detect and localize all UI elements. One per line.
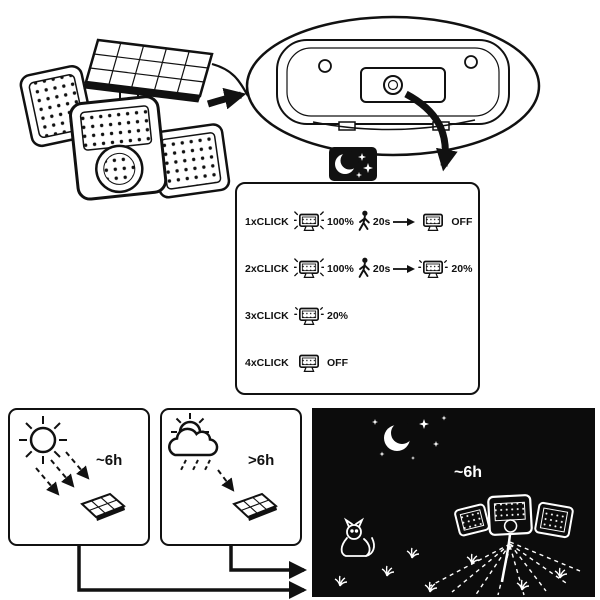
mode-button-icon <box>383 75 403 95</box>
walking-person-icon <box>358 257 370 278</box>
brightness-label: OFF <box>327 356 348 369</box>
sun-charging-illustration <box>19 416 126 522</box>
delay-label: 20s <box>372 215 391 228</box>
brightness-label: 20% <box>451 262 473 275</box>
floodlight-on-icon <box>294 210 324 231</box>
light-arrow-icon <box>217 469 235 492</box>
click-count-label: 1xCLICK <box>245 215 289 228</box>
drizzle-icon <box>180 459 211 471</box>
solar-floodlight-icon <box>19 38 249 201</box>
mode-row-1: 1xCLICK 100% 20s OFF <box>237 198 478 245</box>
right-arrow-icon <box>393 264 416 273</box>
sun-behind-cloud-icon <box>168 413 219 457</box>
floodlight-off-icon <box>299 354 319 372</box>
sun-icon <box>19 416 67 464</box>
floodlight-icon <box>454 494 574 583</box>
solar-panel-icon <box>233 493 278 522</box>
walking-person-icon <box>358 210 370 231</box>
right-arrow-icon <box>393 217 416 226</box>
cat-icon <box>340 517 375 557</box>
night-runtime-label: ~6h <box>454 464 483 481</box>
charge-duration-label: >6h <box>248 452 275 469</box>
floodlight-dim-icon <box>418 259 449 278</box>
click-count-label: 2xCLICK <box>245 262 289 275</box>
device-underside-callout <box>245 15 541 157</box>
sunlight-arrows-icon <box>35 451 90 496</box>
mode-settings-panel: 1xCLICK 100% 20s OFF <box>235 182 480 395</box>
cloudy-to-night-connector <box>229 546 307 579</box>
charging-sunny-box: ~6h <box>8 408 150 546</box>
floodlight-on-icon <box>294 257 324 278</box>
night-scene-illustration <box>334 415 581 597</box>
click-count-label: 3xCLICK <box>245 309 289 322</box>
brightness-label: 100% <box>327 262 354 275</box>
mode-row-4: 4xCLICK OFF <box>237 339 478 386</box>
floodlight-dim-icon <box>294 306 324 325</box>
brightness-label: 100% <box>327 215 354 228</box>
delay-label: 20s <box>372 262 391 275</box>
floodlight-off-icon <box>423 213 444 231</box>
sunny-to-night-connector <box>77 546 307 599</box>
solar-panel-icon <box>81 493 126 522</box>
charge-duration-label: ~6h <box>96 452 123 469</box>
mode-row-3: 3xCLICK 20% <box>237 292 478 339</box>
mode-row-2: 2xCLICK 100% 20s <box>237 245 478 292</box>
cloud-charging-illustration <box>168 413 278 522</box>
crescent-moon-icon <box>384 422 413 451</box>
click-count-label: 4xCLICK <box>245 356 289 369</box>
brightness-label: 20% <box>327 309 349 322</box>
night-scene-panel: ~6h <box>312 408 595 597</box>
moon-stars-icon <box>329 147 377 181</box>
brightness-label: OFF <box>451 215 473 228</box>
charging-cloudy-box: >6h <box>160 408 302 546</box>
